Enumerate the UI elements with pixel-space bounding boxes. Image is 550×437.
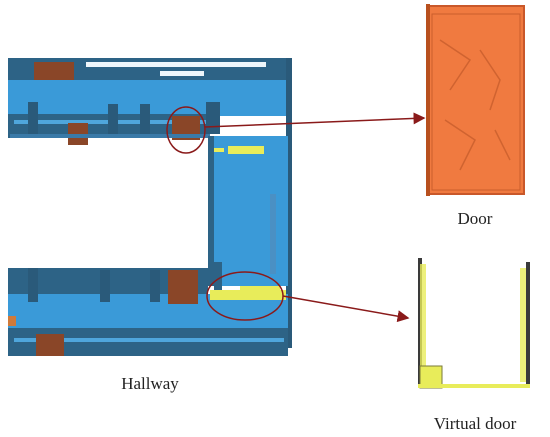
- virtual-door-label: Virtual door: [434, 414, 517, 433]
- door-arrow: [204, 112, 426, 128]
- door-label: Door: [458, 209, 493, 228]
- hallway-scan: [8, 58, 292, 356]
- virtual-door-detail: [418, 258, 530, 389]
- door-detail: [426, 4, 525, 196]
- door-marker: [168, 270, 198, 304]
- virtual-door-highlight: [210, 290, 286, 300]
- right-corridor: [208, 58, 292, 348]
- bottom-corridor: [8, 268, 288, 356]
- door-marker: [36, 334, 64, 356]
- top-corridor: [8, 58, 290, 145]
- door-highlight-circle: [166, 106, 206, 154]
- door-marker: [34, 62, 74, 80]
- virtual-door-arrow: [282, 295, 410, 323]
- hallway-label: Hallway: [121, 374, 179, 393]
